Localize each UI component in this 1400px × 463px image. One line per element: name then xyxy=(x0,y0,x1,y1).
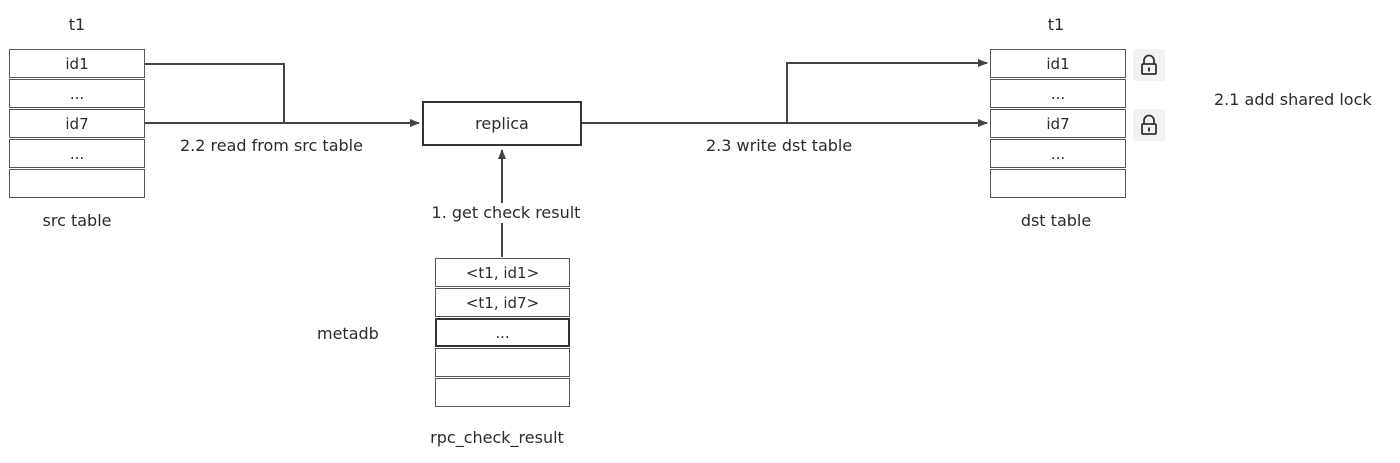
dst-row-1: id1 xyxy=(990,49,1126,78)
lock-note: 2.1 add shared lock xyxy=(1214,90,1372,109)
metadb-row-3: ... xyxy=(435,318,570,347)
dst-row-5 xyxy=(990,169,1126,198)
src-row-4: ... xyxy=(9,139,145,168)
src-row-1: id1 xyxy=(9,49,145,78)
src-row-5 xyxy=(9,169,145,198)
metadb-row-4 xyxy=(435,348,570,377)
src-table: id1 ... id7 ... xyxy=(9,49,145,199)
dst-row-4: ... xyxy=(990,139,1126,168)
replica-node: replica xyxy=(422,101,582,146)
dst-table-header: t1 xyxy=(1047,15,1065,34)
write-label: 2.3 write dst table xyxy=(706,136,853,155)
dst-row-3: id7 xyxy=(990,109,1126,138)
dst-table-caption: dst table xyxy=(1020,211,1092,230)
replica-label: replica xyxy=(475,114,529,133)
src-table-header: t1 xyxy=(68,15,86,34)
metadb-label: metadb xyxy=(317,324,379,343)
src-table-caption: src table xyxy=(42,211,112,230)
padlock-icon xyxy=(1133,49,1165,81)
metadb-caption: rpc_check_result xyxy=(430,428,564,447)
metadb-row-1: <t1, id1> xyxy=(435,258,570,287)
dst-table: id1 ... id7 ... xyxy=(990,49,1126,199)
edge-write-dst-id1 xyxy=(786,59,988,123)
edge-src-id1 xyxy=(145,63,285,123)
src-row-3: id7 xyxy=(9,109,145,138)
metadb-row-5 xyxy=(435,378,570,407)
read-label: 2.2 read from src table xyxy=(180,136,363,155)
dst-row-2: ... xyxy=(990,79,1126,108)
src-row-2: ... xyxy=(9,79,145,108)
padlock-icon xyxy=(1133,109,1165,141)
check-label: 1. get check result xyxy=(429,203,583,223)
metadb-table: <t1, id1> <t1, id7> ... xyxy=(435,258,570,408)
metadb-row-2: <t1, id7> xyxy=(435,288,570,317)
